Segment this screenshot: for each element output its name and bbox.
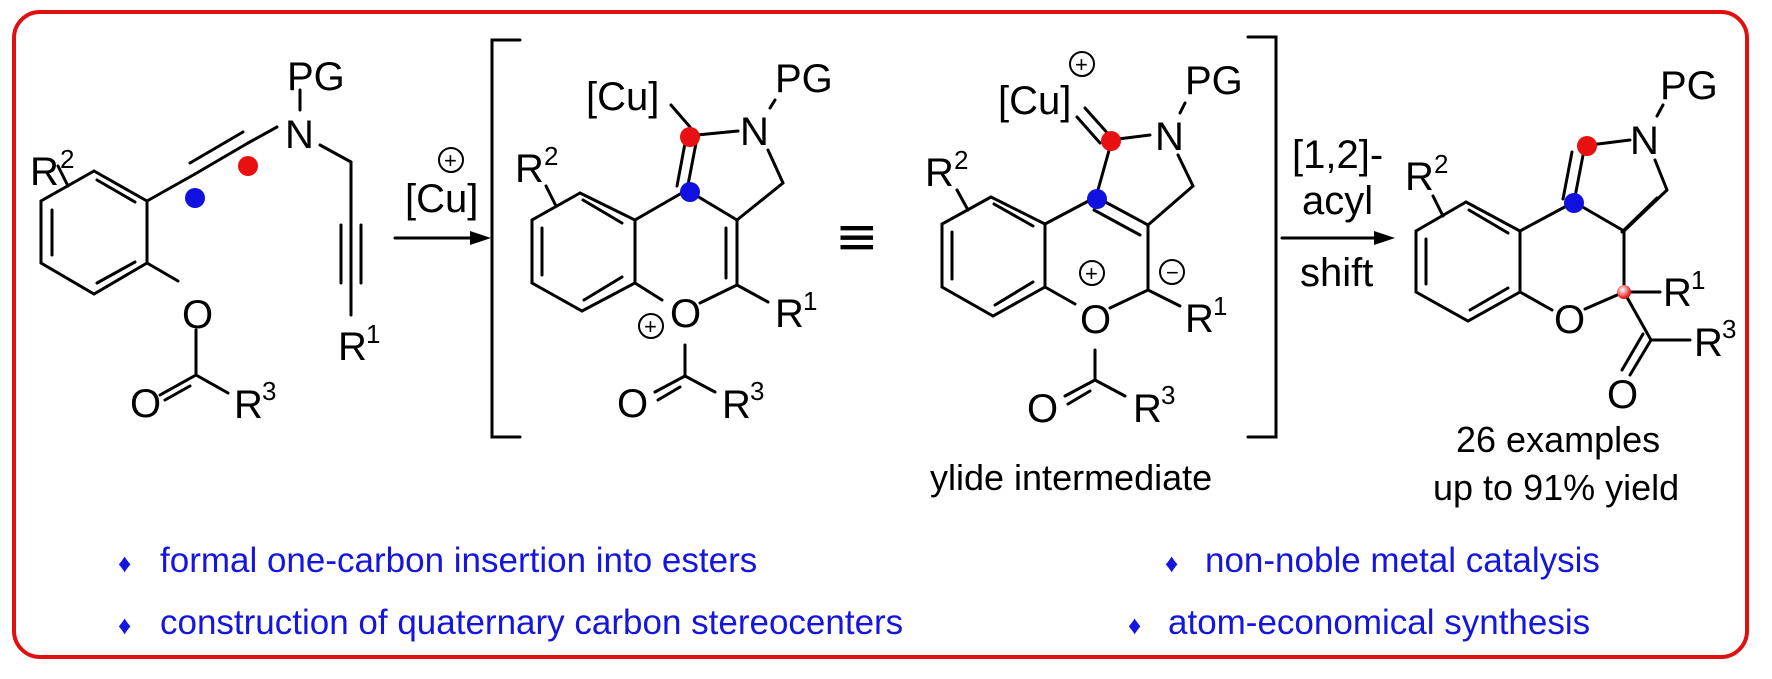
- r3-label: R: [1694, 321, 1723, 365]
- highlight-bullet-1: ♦: [118, 548, 131, 578]
- o-ester-label: O: [182, 293, 213, 337]
- highlight-3: construction of quaternary carbon stereo…: [160, 603, 903, 642]
- n-label: N: [285, 113, 314, 157]
- r2-sup: 2: [60, 144, 74, 174]
- blue-dot: [1564, 193, 1584, 213]
- alkyne-carbon-blue-dot: [185, 188, 205, 208]
- max-yield: up to 91% yield: [1433, 467, 1679, 508]
- r2-sup: 2: [544, 141, 558, 171]
- r1-sup: 1: [1691, 265, 1705, 295]
- highlight-bullet-4: ♦: [1128, 610, 1141, 640]
- r2-label: R: [515, 147, 544, 191]
- bracket-left: [490, 38, 522, 439]
- highlights: ♦ formal one-carbon insertion into ester…: [118, 541, 1600, 642]
- r3-sup: 3: [1722, 314, 1736, 344]
- carbene-carbon-red-dot: [1101, 131, 1121, 151]
- cu-charge: +: [444, 148, 457, 173]
- r1-sup: 1: [1213, 291, 1227, 321]
- step2-line3: shift: [1300, 251, 1373, 295]
- scheme-frame: [12, 10, 1749, 659]
- r3-label: R: [234, 383, 263, 427]
- alkyne-carbon-red-dot: [238, 156, 258, 176]
- o-carbonyl-label: O: [130, 382, 161, 426]
- n-label: N: [1155, 115, 1184, 159]
- r2-label: R: [925, 151, 954, 195]
- intermediate-1: [Cu] PG N R 2 O + R 1 O R 3: [515, 57, 833, 427]
- step2-arrow: [1,2]- acyl shift: [1280, 133, 1395, 295]
- ring-carbon-blue-dot: [1087, 189, 1107, 209]
- r1-sup: 1: [803, 286, 817, 316]
- r3-label: R: [1133, 387, 1162, 431]
- red-dot: [1577, 136, 1597, 156]
- r1-label: R: [1185, 297, 1214, 341]
- r1-label: R: [338, 325, 367, 369]
- highlight-1: formal one-carbon insertion into esters: [160, 541, 757, 580]
- highlight-2: non-noble metal catalysis: [1205, 541, 1600, 580]
- cu-charge: +: [1075, 52, 1088, 77]
- equivalence-symbol: ≡: [835, 207, 879, 267]
- r1-label: R: [1663, 271, 1692, 315]
- examples-count: 26 examples: [1456, 419, 1660, 460]
- highlight-bullet-3: ♦: [118, 610, 131, 640]
- carbanion-charge: −: [1166, 260, 1179, 285]
- cu-reagent-label: [Cu]: [405, 177, 478, 221]
- o-ring-label: O: [670, 292, 701, 336]
- pg-label: PG: [775, 57, 833, 101]
- r1-sup: 1: [366, 319, 380, 349]
- highlight-4: atom-economical synthesis: [1168, 603, 1590, 642]
- r3-sup: 3: [1161, 380, 1175, 410]
- cu-label: [Cu]: [586, 75, 659, 119]
- step1-arrow: + [Cu]: [393, 147, 491, 245]
- r3-sup: 3: [750, 376, 764, 406]
- o-carbonyl-label: O: [1027, 387, 1058, 431]
- n-label: N: [740, 110, 769, 154]
- pg-label: PG: [287, 55, 345, 99]
- o-carbonyl-label: O: [1607, 373, 1638, 417]
- ylide-caption: ylide intermediate: [930, 457, 1212, 498]
- o-charge: +: [1085, 261, 1098, 286]
- bracket-right: [1246, 35, 1278, 439]
- r2-label: R: [30, 150, 59, 194]
- ring-carbon-blue-dot: [680, 182, 700, 202]
- step2-line2: acyl: [1302, 179, 1373, 223]
- o-carbonyl-label: O: [617, 382, 648, 426]
- n-label: N: [1630, 119, 1659, 163]
- o-ring-label: O: [1554, 298, 1585, 342]
- r1-label: R: [775, 292, 804, 336]
- o-charge: +: [644, 314, 657, 339]
- starting-material: PG N R 2 R 1 O O R 3: [30, 55, 380, 427]
- r3-label: R: [722, 383, 751, 427]
- cu-label: [Cu]: [998, 79, 1071, 123]
- r2-label: R: [1405, 155, 1434, 199]
- highlight-bullet-2: ♦: [1165, 548, 1178, 578]
- r2-sup: 2: [954, 145, 968, 175]
- o-ring-label: O: [1080, 298, 1111, 342]
- step2-line1: [1,2]-: [1292, 133, 1383, 177]
- pg-label: PG: [1185, 59, 1243, 103]
- intermediate-2: [Cu] + PG N R 2 O + − R 1 O R 3 ylide in…: [925, 51, 1243, 498]
- product: PG N R 2 O R 1 R 3 O 26 examples up to 9…: [1405, 64, 1736, 508]
- r2-sup: 2: [1434, 149, 1448, 179]
- r3-sup: 3: [262, 376, 276, 406]
- pg-label: PG: [1660, 64, 1718, 108]
- quaternary-stereocenter-dot: [1617, 285, 1631, 299]
- carbene-carbon-red-dot: [680, 127, 700, 147]
